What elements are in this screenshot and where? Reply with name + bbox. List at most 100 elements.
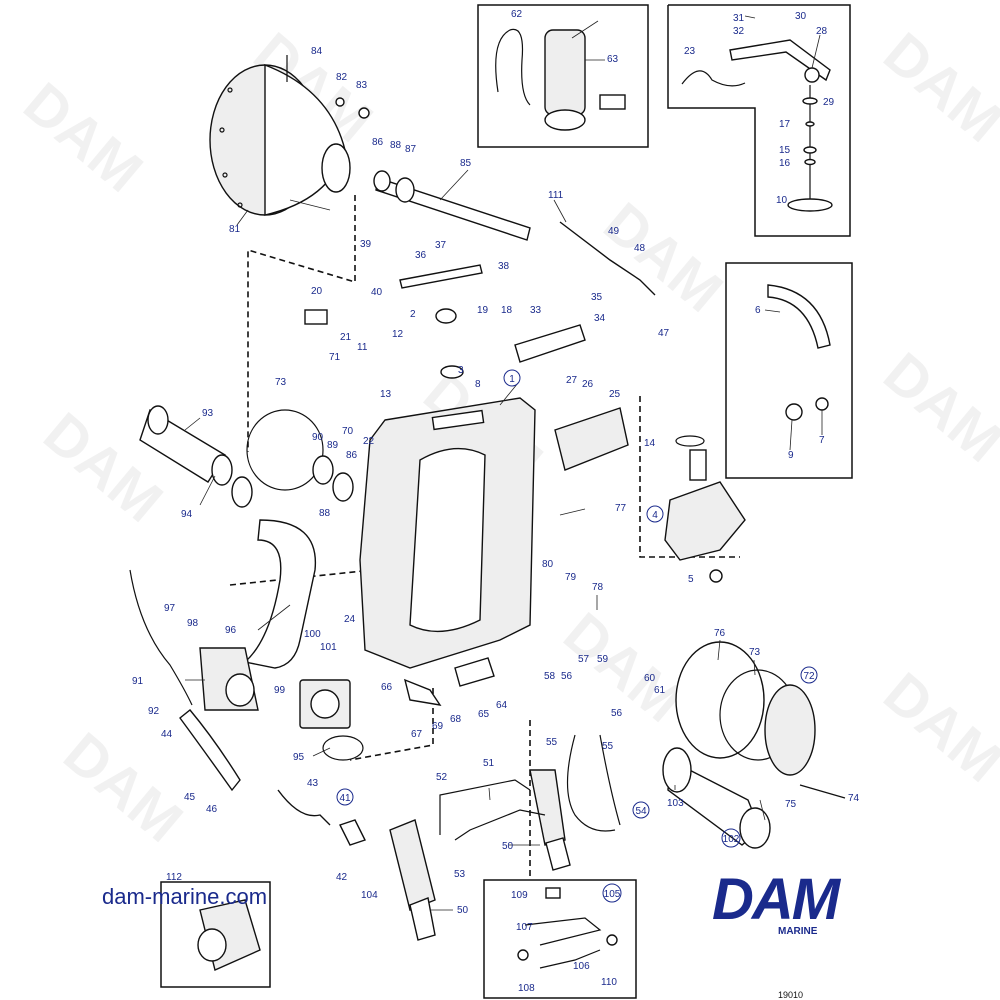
callout-54: 54	[635, 806, 647, 817]
callout-49: 49	[608, 226, 620, 237]
leader	[499, 382, 519, 406]
callout-50: 50	[457, 905, 469, 916]
pump-base	[544, 109, 586, 131]
callout-77: 77	[615, 503, 627, 514]
watermark: DAM	[872, 340, 1000, 475]
callout-89: 89	[327, 440, 339, 451]
callout-60: 60	[644, 673, 656, 684]
link-106	[539, 949, 601, 969]
leader	[553, 199, 567, 223]
callout-93: 93	[202, 408, 214, 419]
callout-27: 27	[566, 375, 578, 386]
flange-76	[675, 641, 765, 759]
callout-61: 61	[654, 685, 666, 696]
callout-71: 71	[329, 352, 341, 363]
inset-boxes	[160, 4, 853, 999]
callout-70: 70	[342, 426, 354, 437]
assembly-line	[349, 688, 434, 761]
callout-22: 22	[363, 436, 375, 447]
inset-box-62-63	[477, 4, 649, 148]
callout-94: 94	[181, 509, 193, 520]
callout-103: 103	[667, 798, 684, 809]
callout-87: 87	[405, 144, 417, 155]
callout-47: 47	[658, 328, 670, 339]
leader	[559, 508, 586, 516]
callout-circle	[602, 883, 622, 903]
callout-91: 91	[132, 676, 144, 687]
callout-23: 23	[684, 46, 696, 57]
callout-2: 2	[410, 309, 416, 320]
callout-31: 31	[733, 13, 745, 24]
callout-58: 58	[544, 671, 556, 682]
callout-67: 67	[411, 729, 423, 740]
callout-37: 37	[435, 240, 447, 251]
elbow-hose-96	[243, 519, 317, 669]
callout-52: 52	[436, 772, 448, 783]
callout-69: 69	[432, 721, 444, 732]
screw-108	[517, 949, 529, 961]
callout-82: 82	[336, 72, 348, 83]
plate-33	[514, 324, 586, 363]
misc-parts	[277, 221, 656, 846]
pad-20	[304, 309, 328, 325]
callout-101: 101	[320, 642, 337, 653]
leader	[289, 199, 331, 211]
inset-105-110-parts	[517, 887, 618, 969]
callout-85: 85	[460, 158, 472, 169]
leader	[439, 169, 469, 201]
oring-95	[322, 735, 364, 761]
inset-box-6-9	[725, 262, 853, 479]
website-url: dam-marine.com	[102, 884, 268, 909]
callout-7: 7	[819, 435, 825, 446]
callout-112: 112	[166, 872, 182, 883]
bolt-74	[799, 784, 846, 799]
callout-38: 38	[498, 261, 510, 272]
callout-51: 51	[483, 758, 495, 769]
trim-cylinders-50	[389, 734, 621, 941]
leader	[764, 309, 781, 313]
callout-34: 34	[594, 313, 606, 324]
watermark: DAM	[872, 660, 1000, 795]
pipe-44	[179, 709, 241, 792]
callout-4: 4	[652, 510, 658, 521]
callout-109: 109	[511, 890, 528, 901]
assembly-line	[229, 564, 421, 586]
callout-14: 14	[644, 438, 656, 449]
arm-body	[664, 481, 746, 561]
callout-56b: 56	[611, 708, 623, 719]
callout-74: 74	[848, 793, 860, 804]
cylinder-upper	[529, 769, 566, 846]
callout-53: 53	[454, 869, 466, 880]
callout-63: 63	[607, 54, 619, 65]
callout-32: 32	[733, 26, 745, 37]
callout-79: 79	[565, 572, 577, 583]
flange-hole	[227, 87, 233, 93]
callout-39: 39	[360, 239, 372, 250]
segment-6	[767, 284, 831, 349]
clamp-94	[211, 454, 233, 486]
callout-48: 48	[634, 243, 646, 254]
callout-56: 56	[561, 671, 573, 682]
washer-82	[335, 97, 345, 107]
bush-2	[435, 308, 457, 324]
callout-97: 97	[164, 603, 176, 614]
clamp-94b	[231, 476, 253, 508]
callout-28: 28	[816, 26, 828, 37]
logo-sub: MARINE	[778, 926, 818, 937]
callout-12: 12	[392, 329, 404, 340]
callout-10: 10	[776, 195, 788, 206]
callout-13: 13	[380, 389, 392, 400]
callout-59: 59	[597, 654, 609, 665]
arm-post	[689, 449, 707, 481]
callout-50b: 50	[502, 841, 514, 852]
drive-shaft-85	[286, 55, 531, 241]
assembly-dashed-lines	[229, 195, 740, 880]
callout-104: 104	[361, 890, 378, 901]
flange-hole	[222, 172, 228, 178]
bearing-87	[395, 177, 415, 203]
logo-word: DAM	[712, 867, 840, 932]
callout-68: 68	[450, 714, 462, 725]
watermark: DAM	[12, 70, 155, 205]
callout-20: 20	[311, 286, 323, 297]
inset-112-parts	[197, 899, 261, 971]
